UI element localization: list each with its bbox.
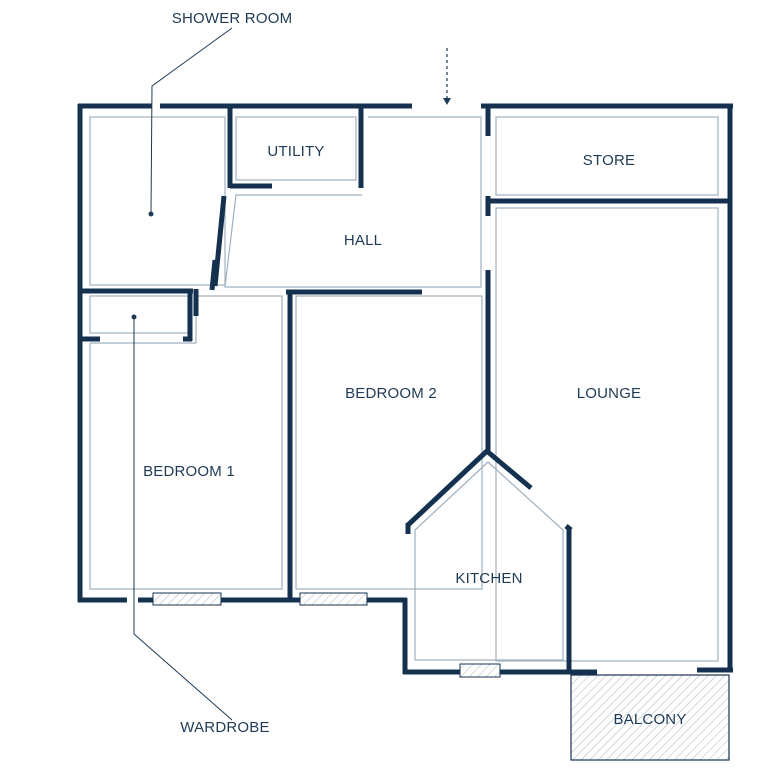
balcony-area [570,674,730,761]
entrance-arrow-icon [443,48,451,105]
store-label: STORE [583,152,635,169]
wardrobe-leader [133,317,233,721]
wardrobe-outline [89,295,189,334]
kitchen-outline [414,461,564,661]
shower-room-leader [150,27,233,215]
leader-lines [131,27,233,721]
kitchen-label: KITCHEN [455,570,522,587]
utility-outline [235,116,357,181]
utility-label: UTILITY [267,143,324,160]
wardrobe-leader-dot [131,314,137,320]
windows [152,592,501,678]
bedroom-2-label: BEDROOM 2 [345,385,437,402]
store-outline [495,116,719,196]
window-bedroom-1 [152,592,222,606]
shower-room-label: SHOWER ROOM [172,10,293,27]
balcony-label: BALCONY [613,711,686,728]
lounge-label: LOUNGE [577,385,642,402]
bedroom-2-outline [295,295,483,590]
hall-outline [224,116,482,288]
hall-label: HALL [344,232,382,249]
lounge-outline [495,207,719,662]
wardrobe-label: WARDROBE [180,719,269,736]
window-kitchen [459,663,501,678]
window-bedroom-2 [299,592,368,606]
bedroom-1-label: BEDROOM 1 [143,463,235,480]
walls [77,103,733,675]
inner-outlines [89,116,719,662]
bedroom-1-outline [89,295,283,590]
shower-room-outline [89,116,226,286]
shower-room-leader-dot [148,211,154,217]
